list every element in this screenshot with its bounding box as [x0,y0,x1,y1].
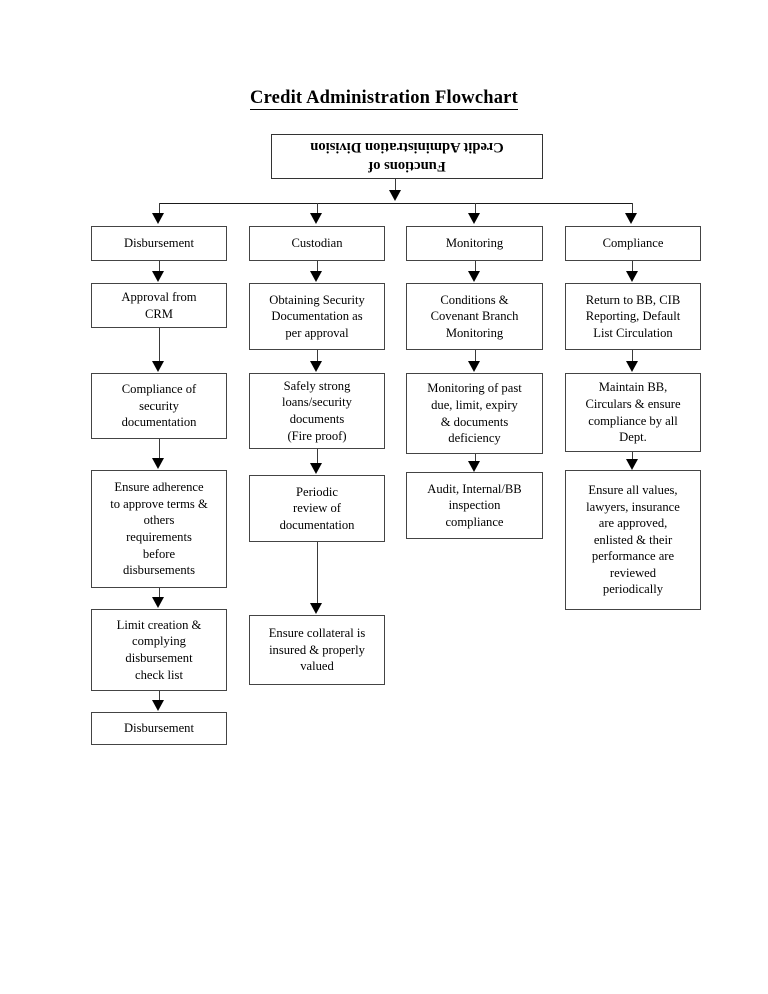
connector-col1-s4 [159,691,161,701]
arrowhead-col1-header [152,213,164,224]
node-obtaining-security-documentation: Obtaining Security Documentation as per … [249,283,385,350]
arrowhead-col2-header [310,213,322,224]
arrowhead-col2-s0 [310,271,322,282]
column-header-compliance: Compliance [565,226,701,261]
arrowhead-col1-s3 [152,597,164,608]
connector-col1-s3 [159,588,161,598]
connector-col1-s0 [159,261,161,272]
node-ensure-all-values-lawyers-insurance: Ensure all values, lawyers, insurance ar… [565,470,701,610]
arrowhead-col2-s3 [310,603,322,614]
page-title: Credit Administration Flowchart [0,88,768,110]
arrowhead-col1-s2 [152,458,164,469]
arrowhead-col3-s1 [468,361,480,372]
page-title-text: Credit Administration Flowchart [250,88,518,110]
column-header-monitoring: Monitoring [406,226,543,261]
node-periodic-review-of-documentation: Periodic review of documentation [249,475,385,542]
node-return-to-bb-cib-reporting: Return to BB, CIB Reporting, Default Lis… [565,283,701,350]
connector-col2-s0 [317,261,319,272]
arrowhead-col4-s0 [626,271,638,282]
arrowhead-col2-s2 [310,463,322,474]
arrowhead-col4-header [625,213,637,224]
node-audit-internal-bb-inspection-compliance: Audit, Internal/BB inspection compliance [406,472,543,539]
connector-col3-s0 [475,261,477,272]
connector-col2-s2 [317,449,319,464]
node-conditions-covenant-branch-monitoring: Conditions & Covenant Branch Monitoring [406,283,543,350]
arrowhead-col1-s1 [152,361,164,372]
connector-drop-col3 [475,203,477,215]
connector-col3-s2 [475,454,477,462]
connector-drop-col2 [317,203,319,215]
arrowhead-col3-s0 [468,271,480,282]
column-header-custodian: Custodian [249,226,385,261]
connector-col4-s0 [632,261,634,272]
node-approval-from-crm: Approval from CRM [91,283,227,328]
node-ensure-collateral-is-insured: Ensure collateral is insured & properly … [249,615,385,685]
arrowhead-col4-s1 [626,361,638,372]
connector-drop-col1 [159,203,161,215]
node-maintain-bb-circulars-ensure-compliance: Maintain BB, Circulars & ensure complian… [565,373,701,452]
arrowhead-col1-s4 [152,700,164,711]
connector-col2-s1 [317,350,319,362]
arrowhead-col2-s1 [310,361,322,372]
arrowhead-col3-header [468,213,480,224]
node-compliance-of-security-documentation: Compliance of security documentation [91,373,227,439]
connector-distribution-bar [159,203,633,205]
connector-col3-s1 [475,350,477,362]
connector-col1-s1 [159,328,161,362]
arrowhead-root-stem [389,190,401,201]
root-node-functions-of-credit-administration-division: Functions of Credit Administration Divis… [271,134,543,179]
arrowhead-col1-s0 [152,271,164,282]
node-safely-strong-loans-security-documents: Safely strong loans/security documents (… [249,373,385,449]
node-limit-creation-complying-disbursement-check-list: Limit creation & complying disbursement … [91,609,227,691]
node-ensure-adherence-to-approve-terms: Ensure adherence to approve terms & othe… [91,470,227,588]
connector-drop-col4 [632,203,634,215]
connector-col1-s2 [159,439,161,459]
connector-col2-s3 [317,542,319,604]
arrowhead-col3-s2 [468,461,480,472]
column-header-disbursement: Disbursement [91,226,227,261]
node-monitoring-of-past-due-limit-expiry: Monitoring of past due, limit, expiry & … [406,373,543,454]
connector-root-stem [395,179,397,192]
connector-col4-s2 [632,452,634,460]
node-disbursement-final: Disbursement [91,712,227,745]
arrowhead-col4-s2 [626,459,638,470]
connector-col4-s1 [632,350,634,362]
